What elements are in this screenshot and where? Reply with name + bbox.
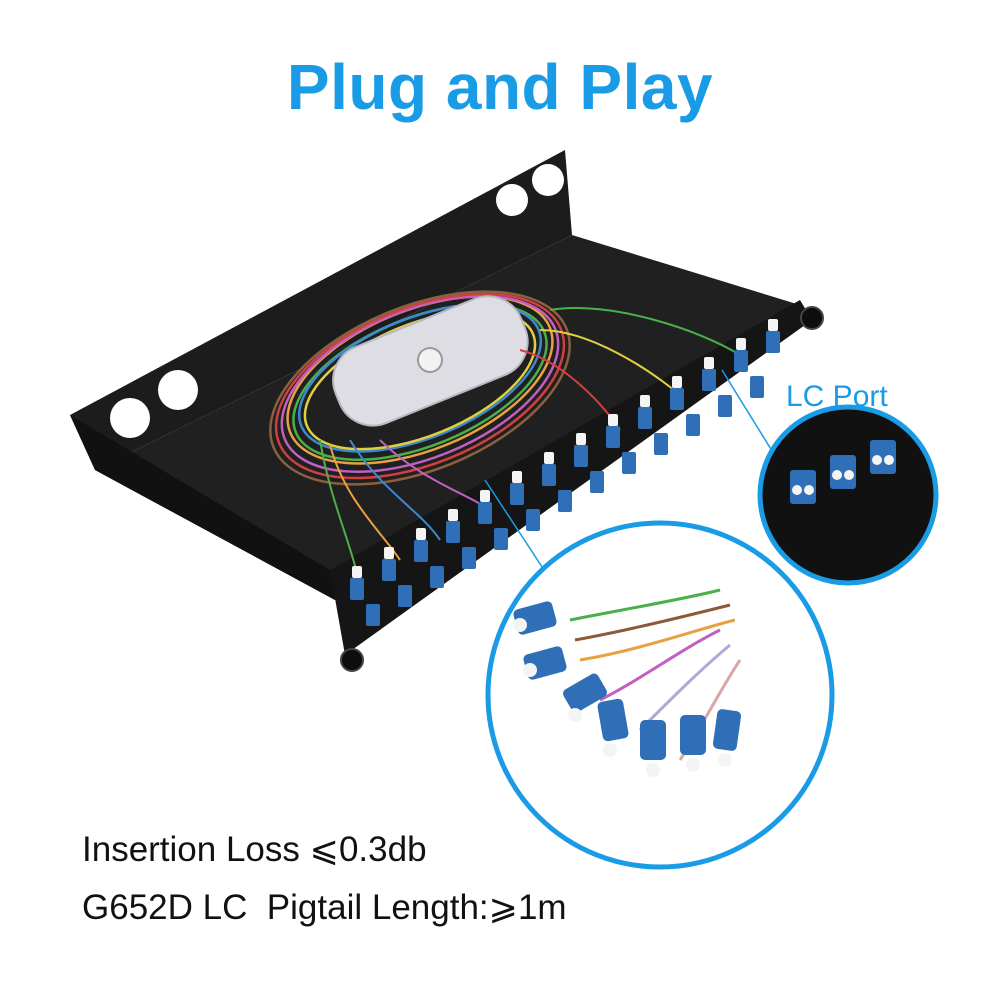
- lc-adapter-row: [350, 331, 780, 626]
- cable-hole: [158, 370, 198, 410]
- tray-floor: [95, 235, 800, 600]
- lc-port-label: LC Port: [786, 380, 888, 413]
- rack-ear-screw: [340, 648, 364, 672]
- splice-tray: [332, 295, 529, 427]
- rack-ear-screw: [800, 306, 824, 330]
- lc-port-zoom: [757, 404, 939, 586]
- pigtail-zoom: [485, 520, 835, 870]
- headline: Plug and Play: [286, 51, 714, 123]
- pigtail-length-spec: G652D LC Pigtail Length:⩾1m: [82, 888, 567, 927]
- insertion-loss-spec: Insertion Loss ⩽0.3db: [82, 830, 427, 869]
- fiber-bundle: [269, 290, 571, 486]
- cable-hole: [496, 184, 528, 216]
- front-faceplate: [330, 300, 812, 655]
- lc-connector-boots: [352, 319, 778, 578]
- cable-hole: [110, 398, 150, 438]
- cable-hole: [532, 164, 564, 196]
- tray-side-wall: [70, 415, 335, 600]
